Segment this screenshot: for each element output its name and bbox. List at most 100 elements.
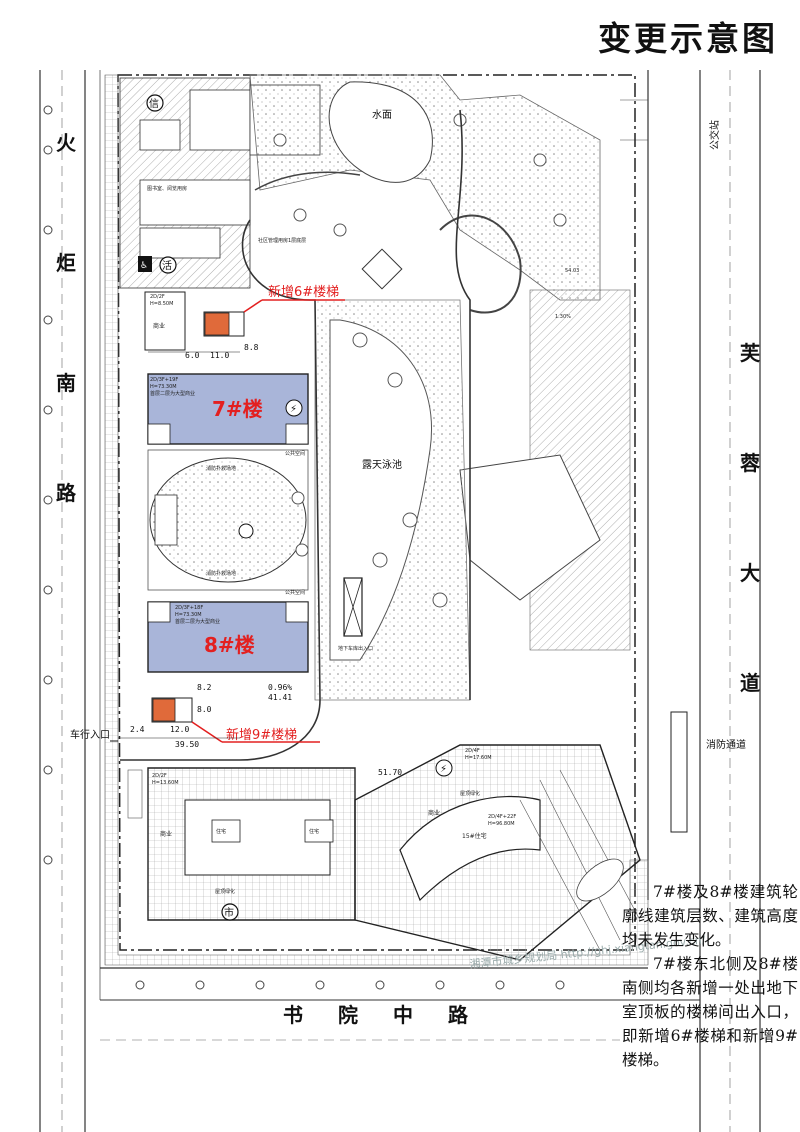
b8-label: 8#楼: [204, 633, 255, 657]
fire-lane-label: 消防通道: [706, 738, 746, 751]
ne-block-info-1: 2D/2F: [150, 294, 165, 300]
se-commerce-info-2: H=17.60M: [465, 755, 492, 761]
dim-9: 51.70: [378, 768, 402, 777]
new-stair-6: 新增6#楼梯: [203, 284, 345, 337]
south-road-char-1: 书: [283, 1003, 303, 1027]
restroom-glyph: ♿: [140, 261, 148, 271]
svg-text:⚡: ⚡: [290, 404, 297, 415]
pool-label: 露天泳池: [362, 458, 402, 471]
info-badge: 信: [149, 98, 159, 110]
page-title: 变更示意图: [598, 19, 778, 58]
dim-11: 41.41: [268, 693, 292, 702]
sw-commerce-info-1: 2D/2F: [152, 773, 167, 779]
west-road-char-2: 炬: [56, 251, 76, 275]
fire-square-lightning-icon: [238, 523, 254, 539]
b15-info-1: 2D/4F+22F: [488, 814, 516, 820]
west-road: [39, 70, 101, 1132]
south-road-char-2: 院: [338, 1003, 358, 1027]
water-label: 水面: [372, 109, 392, 121]
southwest-podium: 2D/2F H=13.60M 商业 住宅 住宅 屋顶绿化 市: [127, 767, 356, 921]
dim-10: 0.96%: [268, 683, 292, 692]
se-commerce-label: 商业: [428, 809, 440, 817]
west-road-name: 火 炬 南 路: [56, 131, 77, 505]
community-label: 社区管理用房1层底层: [258, 237, 306, 244]
stair-6-footprint: [204, 312, 230, 336]
east-road-char-2: 蓉: [740, 451, 760, 475]
svg-text:⚡: ⚡: [440, 764, 447, 775]
west-road-char-3: 南: [56, 371, 76, 395]
market-badge: 市: [224, 906, 234, 919]
info-badge-circle: [146, 94, 164, 112]
sw-rooftop-green: 屋顶绿化: [215, 888, 235, 895]
b7-info-3: 首层二层为大型商业: [150, 390, 195, 397]
dim-4: 8.2: [197, 683, 212, 692]
se-lightning-icon: [435, 759, 453, 777]
library-label: 图书室、阅览用房: [147, 185, 187, 192]
dim-3: 8.8: [244, 343, 259, 352]
b8-info-1: 2D/3F+18F: [175, 605, 203, 611]
fire-square-label-1: 消防扑救场地: [206, 465, 236, 472]
east-road-char-4: 道: [740, 671, 760, 695]
b7-label: 7#楼: [212, 397, 263, 421]
public-space-label-2: 公共空间: [285, 589, 305, 596]
elev-label: 54.03: [565, 268, 579, 274]
se-rooftop-green: 屋顶绿化: [460, 790, 480, 797]
north-park: 水面: [249, 74, 601, 314]
building-8: 2D/3F+18F H=73.30M 首层二层为大型商业 8#楼: [147, 601, 309, 673]
dims-north: 6.0 11.0 8.8: [148, 343, 259, 360]
fire-square-label-2: 消防扑救场地: [206, 570, 236, 577]
b7-info-1: 2D/3F+19F: [150, 377, 178, 383]
east-lawn: 1.30% 54.03: [459, 268, 631, 651]
market-badge-circle: [221, 903, 239, 921]
sw-commerce-info-2: H=13.60M: [152, 780, 179, 786]
south-road-char-3: 中: [393, 1003, 413, 1027]
se-commerce-info-1: 2D/4F: [465, 748, 480, 754]
building-7: 2D/3F+19F H=73.30M 首层二层为大型商业 7#楼 ⚡: [147, 373, 309, 445]
b15-label: 15#住宅: [462, 832, 487, 840]
dim-7: 12.0: [170, 725, 189, 734]
southeast-block: 2D/4F H=17.60M 屋顶绿化 商业 2D/4F+22F H=96.80…: [354, 744, 641, 961]
stair-6-label: 新增6#楼梯: [268, 284, 339, 300]
vehicle-entrance-label: 车行入口: [70, 728, 110, 741]
b7-info-2: H=73.30M: [150, 384, 177, 390]
b8-info-2: H=73.30M: [175, 612, 202, 618]
central-garden: 露天泳池 地下车库出入口: [314, 299, 471, 701]
east-road-name: 芙 蓉 大 道: [740, 341, 761, 695]
slope-label: 1.30%: [555, 314, 571, 320]
dim-5: 8.0: [197, 705, 212, 714]
vehicle-entrance: 车行入口: [70, 728, 118, 742]
fire-square: 消防扑救场地 消防扑救场地 公共空间 公共空间: [147, 449, 309, 596]
change-note: 7#楼及8#楼建筑轮廓线建筑层数、建筑高度均未发生变化。 7#楼东北侧及8#楼南…: [622, 880, 798, 1072]
new-stair-9: 新增9#楼梯: [151, 697, 320, 743]
east-road-char-3: 大: [740, 561, 760, 585]
ne-block-commerce: 商业: [153, 322, 165, 330]
restroom-icon: [138, 256, 152, 272]
public-space-label-1: 公共空间: [285, 450, 305, 457]
bus-station-label: 公交站: [708, 120, 721, 150]
south-road-trees: [135, 980, 565, 990]
b7-lightning-icon: [285, 399, 303, 417]
dim-8: 39.50: [175, 740, 199, 749]
internal-road-east: [455, 109, 471, 700]
east-road-char-1: 芙: [740, 341, 761, 365]
dims-south: 8.2 8.0 2.4 12.0 39.50 0.96% 41.41 51.70: [118, 683, 402, 777]
west-road-trees: [43, 105, 53, 865]
stair-9-footprint: [152, 698, 176, 722]
dim-1: 6.0: [185, 351, 200, 360]
stair-9-label: 新增9#楼梯: [226, 727, 297, 743]
activity-badge: 活: [162, 260, 172, 272]
dim-2: 11.0: [210, 351, 229, 360]
south-road: [100, 967, 700, 1041]
site-boundary: [117, 74, 636, 951]
west-road-char-1: 火: [56, 131, 77, 155]
b15-info-2: H=96.80M: [488, 821, 515, 827]
south-road-name: 书 院 中 路: [283, 1003, 469, 1027]
change-note-para-2: 7#楼东北侧及8#楼南侧均各新增一处出地下室顶板的楼梯间出入口，即新增6#楼梯和…: [622, 955, 798, 1069]
small-commercial-block: 2D/2F H=8.50M 商业: [144, 291, 186, 351]
sw-residence-1: 住宅: [216, 828, 226, 835]
sw-commerce-label: 商业: [160, 830, 172, 838]
sw-residence-2: 住宅: [309, 828, 319, 835]
dim-6: 2.4: [130, 725, 145, 734]
west-road-char-4: 路: [56, 481, 77, 505]
